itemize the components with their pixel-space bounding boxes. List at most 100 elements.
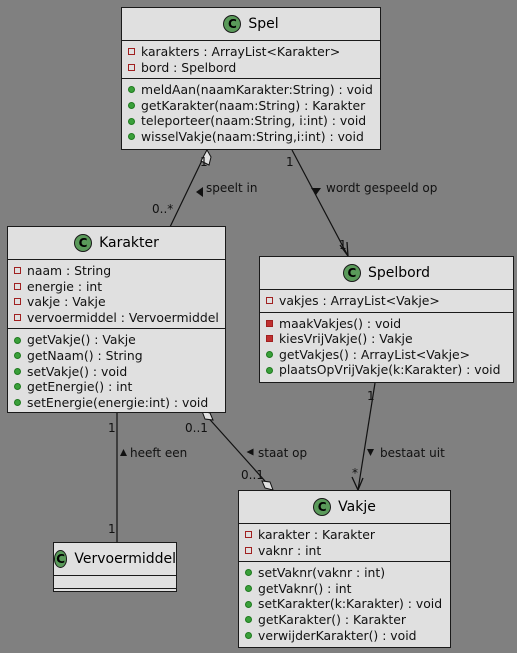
public-visibility-icon — [14, 399, 21, 407]
mult-bestaat-from: 1 — [367, 389, 375, 403]
label-staat-op: staat op — [258, 446, 307, 460]
method-row: setEnergie(energie:int) : void — [8, 395, 225, 411]
method-row: getVakjes() : ArrayList<Vakje> — [260, 347, 513, 363]
class-header: C Vervoermiddel — [54, 543, 176, 575]
mult-speelt-in-from: 0..* — [152, 202, 173, 216]
field-row: energie : int — [8, 279, 225, 295]
field-text: vakjes : ArrayList<Vakje> — [279, 293, 440, 308]
method-row: meldAan(naamKarakter:String) : void — [122, 82, 380, 98]
private-visibility-icon — [245, 531, 252, 539]
method-row: getEnergie() : int — [8, 379, 225, 395]
public-visibility-icon — [128, 102, 135, 110]
private-visibility-icon — [245, 546, 252, 554]
method-row: getVakje() : Vakje — [8, 332, 225, 348]
class-methods — [54, 588, 176, 601]
relation-staat-op: 0..1 0..1 staat op — [185, 410, 307, 491]
public-visibility-icon — [14, 383, 21, 391]
class-stereotype-icon: C — [313, 498, 332, 516]
relation-speelt-in: 0..* 1 speelt in — [152, 148, 257, 228]
mult-heeft-to: 1 — [108, 522, 116, 536]
mult-staat-from: 0..1 — [185, 421, 208, 435]
private-visibility-icon — [14, 298, 21, 306]
class-name: Vakje — [338, 499, 376, 515]
method-text: setVaknr(vaknr : int) — [258, 565, 386, 581]
class-stereotype-icon: C — [54, 550, 68, 568]
mult-speelt-in-to: 1 — [200, 155, 208, 169]
field-text: vervoermiddel : Vervoermiddel — [27, 309, 219, 325]
relation-heeft-een: 1 1 heeft een — [108, 412, 187, 542]
field-row: bord : Spelbord — [122, 60, 380, 76]
method-text: getNaam() : String — [27, 347, 143, 363]
method-row: getKarakter() : Karakter — [239, 612, 450, 628]
class-header: C Vakje — [239, 491, 450, 523]
method-text: meldAan(naamKarakter:String) : void — [141, 82, 373, 98]
private-visibility-icon — [128, 63, 135, 71]
class-stereotype-icon: C — [223, 15, 242, 33]
field-text: karakter : Karakter — [258, 527, 375, 542]
class-header: C Spelbord — [260, 257, 513, 289]
public-visibility-icon — [245, 616, 252, 624]
method-text: maakVakjes() : void — [279, 315, 402, 331]
method-text: getVaknr() : int — [258, 580, 352, 596]
label-heeft-een: heeft een — [130, 446, 187, 460]
class-fields: vakjes : ArrayList<Vakje> — [260, 289, 513, 312]
private-visibility-icon — [14, 314, 21, 322]
method-text: plaatsOpVrijVakje(k:Karakter) : void — [279, 362, 501, 378]
public-visibility-icon — [14, 352, 21, 360]
method-row: wisselVakje(naam:String,i:int) : void — [122, 129, 380, 145]
relation-bestaat-uit: 1 * bestaat uit — [351, 382, 445, 492]
class-fields: karakters : ArrayList<Karakter>bord : Sp… — [122, 40, 380, 78]
mult-staat-to: 0..1 — [241, 468, 264, 482]
private-visibility-icon — [128, 48, 135, 56]
class-name: Vervoermiddel — [74, 551, 176, 567]
public-visibility-icon — [128, 133, 135, 141]
class-fields — [54, 575, 176, 588]
method-row: getVaknr() : int — [239, 581, 450, 597]
field-text: vakje : Vakje — [27, 294, 106, 310]
class-name: Karakter — [99, 235, 159, 251]
method-text: teleporteer(naam:String, i:int) : void — [141, 113, 367, 129]
field-text: vaknr : int — [258, 542, 322, 558]
method-text: getEnergie() : int — [27, 379, 133, 395]
method-row: plaatsOpVrijVakje(k:Karakter) : void — [260, 362, 513, 378]
mult-wordt-to: 1 — [339, 238, 347, 252]
private-visibility-icon — [14, 267, 21, 275]
class-vervoermiddel[interactable]: C Vervoermiddel — [53, 542, 177, 592]
label-speelt-in: speelt in — [206, 181, 257, 195]
method-text: getKarakter() : Karakter — [258, 611, 406, 627]
public-visibility-icon — [266, 351, 273, 359]
private-visibility-icon — [266, 335, 273, 343]
field-text: bord : Spelbord — [141, 59, 237, 75]
public-visibility-icon — [266, 366, 273, 374]
method-text: verwijderKarakter() : void — [258, 627, 417, 643]
method-text: wisselVakje(naam:String,i:int) : void — [141, 128, 364, 144]
method-row: getNaam() : String — [8, 348, 225, 364]
public-visibility-icon — [128, 117, 135, 125]
method-row: setKarakter(k:Karakter) : void — [239, 596, 450, 612]
field-text: karakters : ArrayList<Karakter> — [141, 44, 341, 59]
method-row: maakVakjes() : void — [260, 316, 513, 332]
mult-wordt-from: 1 — [286, 155, 294, 169]
field-text: naam : String — [27, 263, 112, 278]
relation-wordt-gespeeld-op: 1 1 wordt gespeeld op — [286, 149, 437, 259]
method-text: getVakje() : Vakje — [27, 332, 136, 348]
field-row: vervoermiddel : Vervoermiddel — [8, 310, 225, 326]
public-visibility-icon — [245, 600, 252, 608]
field-row: karakters : ArrayList<Karakter> — [122, 44, 380, 60]
class-stereotype-icon: C — [342, 264, 361, 282]
field-row: vaknr : int — [239, 543, 450, 559]
method-row: kiesVrijVakje() : Vakje — [260, 331, 513, 347]
class-spelbord[interactable]: C Spelbord vakjes : ArrayList<Vakje> maakVa… — [259, 256, 514, 383]
class-name: Spelbord — [367, 265, 431, 281]
